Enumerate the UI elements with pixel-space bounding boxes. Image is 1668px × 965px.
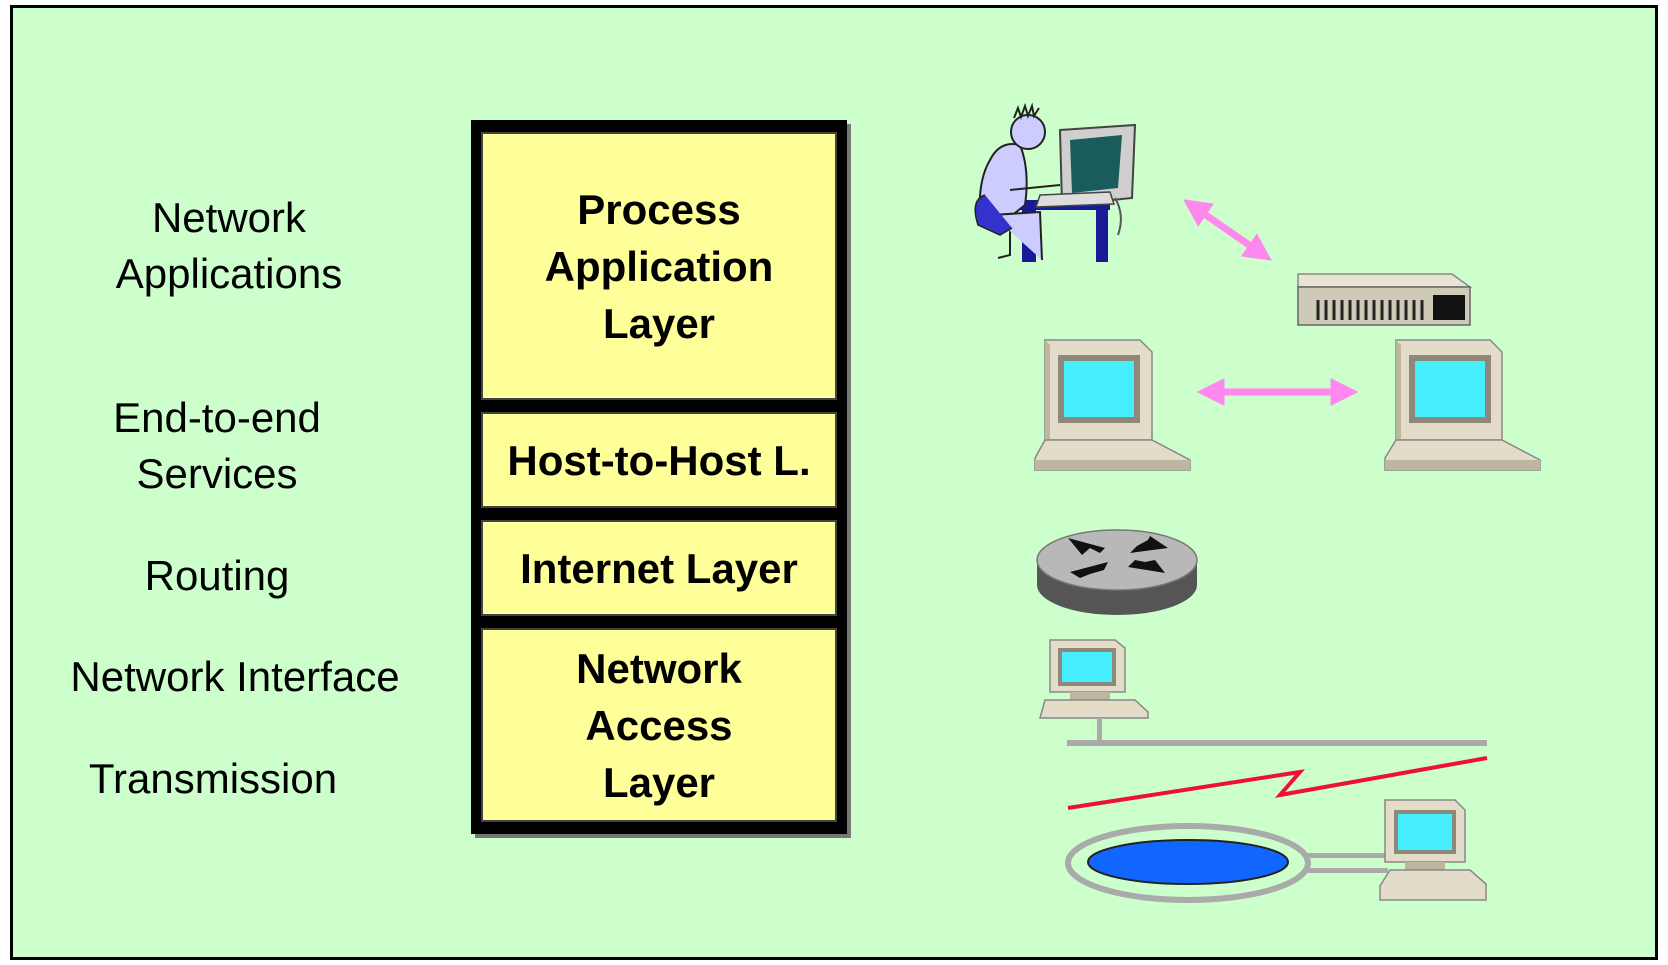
modem-icon — [1297, 273, 1473, 326]
label-end-to-end-services: End-to-end Services — [113, 394, 321, 497]
process-application-layer: Process Application Layer — [481, 132, 837, 400]
token-ring-icon — [1065, 799, 1487, 903]
label-network-interface: Network Interface — [70, 653, 400, 700]
desktop-computer-icon — [1034, 339, 1191, 471]
label-network-applications: Network Applications — [115, 194, 343, 297]
lan-bus-icon — [1039, 639, 1487, 746]
label-transmission: Transmission — [88, 755, 338, 802]
tcpip-layer-stack: Process Application Layer Host-to-Host L… — [471, 120, 847, 834]
router-icon — [1036, 529, 1198, 615]
person-at-computer-icon — [974, 102, 1137, 262]
desktop-computer-icon — [1384, 339, 1541, 471]
slide: Network Applications End-to-end Services… — [10, 5, 1658, 960]
label-routing: Routing — [144, 552, 290, 599]
internet-layer: Internet Layer — [481, 520, 837, 616]
host-to-host-layer: Host-to-Host L. — [481, 412, 837, 508]
network-access-layer: Network Access Layer — [481, 628, 837, 822]
serial-link-icon — [1067, 756, 1488, 810]
